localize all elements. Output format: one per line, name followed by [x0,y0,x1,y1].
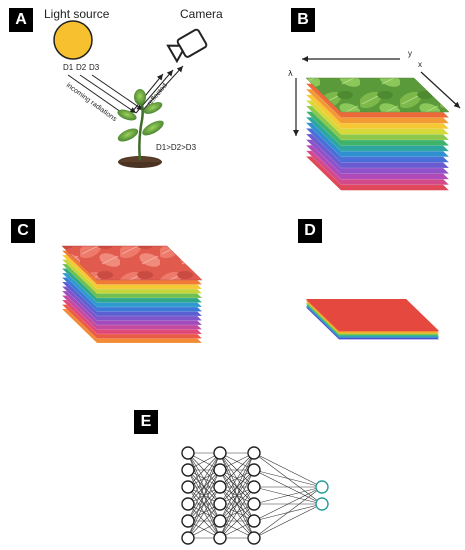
reflected-ray-3 [142,65,184,111]
network-connection [219,452,255,488]
plant-icon [117,89,164,168]
panel-a: Light source Camera D1 D2 D3 incoming ra… [44,7,223,168]
sun-icon [53,20,93,60]
network-node [247,463,261,477]
network-connection [187,452,221,522]
hypercube-b [305,77,450,191]
output-node [315,480,329,494]
network-connection [219,452,255,505]
d3-label: D3 [89,63,100,72]
slab-d-top [306,299,439,331]
incoming-ray-2 [79,74,137,114]
axis-x-label: x [418,60,422,69]
network-node [213,531,227,545]
network-connection [219,469,255,539]
panel-label-e: E [134,410,158,434]
network-connection [253,486,323,539]
network-connection [253,469,323,488]
incoming-radiations-label: incoming radiations [65,82,118,123]
network-connection [253,503,323,539]
network-connection [253,452,323,488]
network-node [247,446,261,460]
incoming-ray-3 [91,74,144,111]
network-node [213,446,227,460]
network-connection [219,452,255,522]
light-source-label: Light source [44,7,110,21]
spectral-slab-d [306,299,439,340]
network-connection [219,503,255,539]
incoming-ray-1 [67,74,129,118]
network-node [247,531,261,545]
network-nodes [181,446,329,545]
network-connection [187,452,221,505]
network-node [181,514,195,528]
network-node [213,514,227,528]
camera-icon [166,28,208,64]
network-node [213,480,227,494]
network-connection [219,486,255,539]
hypercube-c [61,245,203,344]
panel-label-a: A [9,8,33,32]
network-connection [187,469,221,539]
network-node [213,497,227,511]
axis-lambda-label: λ [288,69,293,78]
d2-label: D2 [76,63,87,72]
network-node [247,514,261,528]
panel-d [306,299,439,340]
panel-b: y x λ [288,49,461,191]
cube-b-top-image [305,77,450,113]
panel-label-c: C [11,219,35,243]
camera-label: Camera [180,7,223,21]
d1-label: D1 [63,63,74,72]
relation-label: D1>D2>D3 [156,143,197,152]
network-node [247,480,261,494]
network-connection [187,452,221,488]
panel-label-d: D [298,219,322,243]
network-node [181,446,195,460]
panel-e [181,446,329,545]
axis-x-arrow [420,71,461,109]
network-node [181,531,195,545]
network-connection [253,486,323,505]
network-node [213,463,227,477]
network-node [181,463,195,477]
axis-y-label: y [408,49,412,58]
network-node [247,497,261,511]
panel-c [61,245,203,344]
output-node [315,497,329,511]
cube-c-top-image [61,245,203,281]
network-connection [187,486,221,539]
network-connection [187,503,221,539]
network-connection [253,486,323,522]
network-node [181,480,195,494]
network-node [181,497,195,511]
panel-label-b: B [291,8,315,32]
